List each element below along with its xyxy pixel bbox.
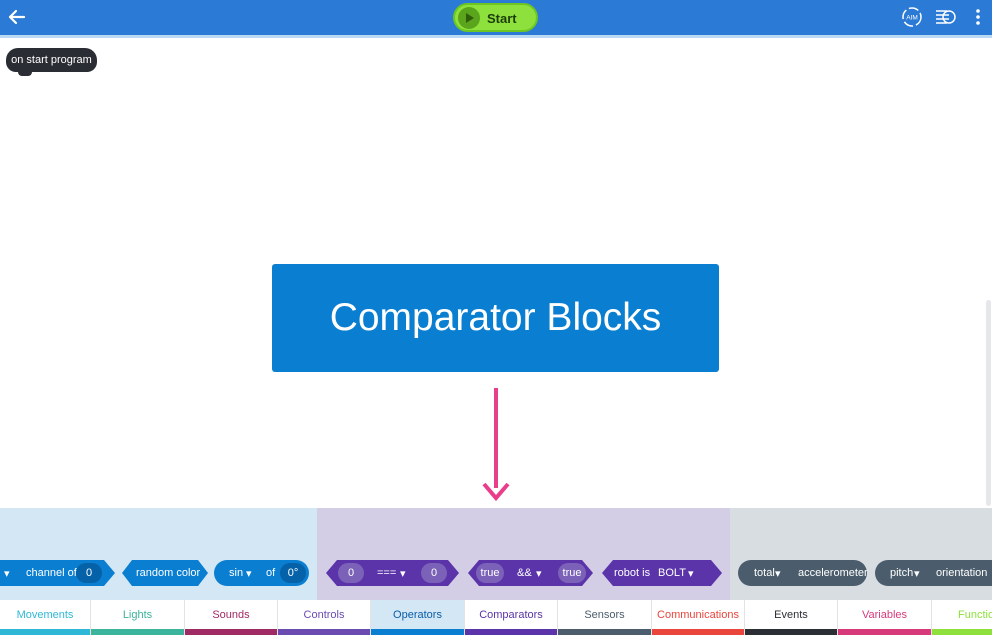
accelerometer-block[interactable]: total ▾ accelerometer: [738, 560, 868, 586]
start-button[interactable]: Start: [453, 3, 538, 32]
more-vert-icon[interactable]: [966, 5, 990, 29]
category-tab-bar: Movements Lights Sounds Controls Operato…: [0, 600, 992, 635]
chevron-down-icon[interactable]: ▾: [688, 568, 694, 580]
accelerometer-label: accelerometer: [798, 567, 868, 579]
tab-comparators[interactable]: Comparators: [465, 600, 558, 635]
sensors-palette-section: [730, 508, 992, 600]
sin-of-label: of: [266, 567, 276, 579]
tab-label: Sensors: [584, 609, 625, 621]
operators-palette-section: [0, 508, 317, 600]
tab-controls[interactable]: Controls: [278, 600, 371, 635]
channel-value-slot[interactable]: 0: [76, 563, 102, 583]
tab-label: Operators: [393, 609, 442, 621]
robot-type-dropdown[interactable]: BOLT: [658, 567, 686, 579]
tab-communications[interactable]: Communications: [652, 600, 745, 635]
play-icon: [458, 7, 480, 29]
and-left-slot[interactable]: true: [476, 563, 504, 583]
start-label: Start: [487, 11, 517, 26]
chevron-down-icon[interactable]: ▾: [914, 568, 920, 580]
random-color-block[interactable]: random color: [122, 560, 208, 586]
tab-color-bar: [465, 629, 557, 635]
canvas-scrollbar[interactable]: [986, 300, 991, 506]
robot-is-block[interactable]: robot is BOLT ▾: [602, 560, 722, 586]
orientation-label: orientation: [936, 567, 988, 579]
tab-operators[interactable]: Operators: [371, 600, 465, 635]
tab-color-bar: [932, 629, 992, 635]
tab-color-bar: [278, 629, 370, 635]
aim-icon[interactable]: AIM: [900, 5, 924, 29]
random-color-label: random color: [136, 567, 201, 579]
and-comparator-block[interactable]: true && ▾ true: [468, 560, 593, 586]
orientation-dropdown[interactable]: pitch: [890, 567, 914, 579]
tab-functions[interactable]: Functions: [932, 600, 992, 635]
tab-events[interactable]: Events: [745, 600, 838, 635]
tab-color-bar: [745, 629, 837, 635]
tab-movements[interactable]: Movements: [0, 600, 91, 635]
tab-variables[interactable]: Variables: [838, 600, 932, 635]
tab-color-bar: [0, 629, 90, 635]
tab-label: Controls: [303, 609, 345, 621]
sphero-menu-icon[interactable]: [933, 5, 957, 29]
comparator-blocks-callout: Comparator Blocks: [272, 264, 719, 372]
tab-color-bar: [185, 629, 277, 635]
tab-label: Events: [774, 609, 808, 621]
robot-is-label: robot is: [614, 567, 651, 579]
on-start-program-block[interactable]: on start program: [6, 48, 97, 72]
tab-color-bar: [371, 629, 464, 635]
accel-dropdown[interactable]: total: [754, 567, 775, 579]
equals-comparator-block[interactable]: 0 === ▾ 0: [326, 560, 459, 586]
chevron-down-icon[interactable]: ▾: [775, 568, 781, 580]
chevron-down-icon[interactable]: ▾: [400, 568, 406, 580]
tab-label: Comparators: [479, 609, 543, 621]
channel-of-block[interactable]: ▾ channel of 0: [0, 560, 115, 586]
tab-label: Movements: [16, 609, 74, 621]
chevron-down-icon[interactable]: ▾: [4, 568, 10, 580]
aim-label: AIM: [906, 15, 918, 22]
tab-label: Sounds: [212, 609, 250, 621]
equals-operator-label[interactable]: ===: [377, 567, 397, 579]
chevron-down-icon[interactable]: ▾: [536, 568, 542, 580]
equals-left-slot[interactable]: 0: [338, 563, 364, 583]
tab-color-bar: [652, 629, 744, 635]
hat-block-notch: [18, 70, 32, 76]
tab-color-bar: [558, 629, 651, 635]
tab-label: Functions: [958, 609, 992, 621]
tab-label: Lights: [122, 609, 153, 621]
toolbar-divider: [0, 35, 992, 38]
sin-of-block[interactable]: sin ▾ of 0°: [214, 560, 309, 586]
sin-value-slot[interactable]: 0°: [280, 563, 306, 583]
tab-sounds[interactable]: Sounds: [185, 600, 278, 635]
and-operator-label[interactable]: &&: [517, 567, 532, 579]
comparators-palette-section: [317, 508, 730, 600]
tab-color-bar: [838, 629, 931, 635]
sin-function-label[interactable]: sin: [229, 567, 244, 579]
chevron-down-icon[interactable]: ▾: [246, 568, 252, 580]
orientation-block[interactable]: pitch ▾ orientation: [875, 560, 992, 586]
tab-label: Variables: [861, 609, 908, 621]
hat-block-label: on start program: [11, 54, 92, 66]
equals-right-slot[interactable]: 0: [421, 563, 447, 583]
tab-sensors[interactable]: Sensors: [558, 600, 652, 635]
back-arrow-icon[interactable]: [4, 4, 30, 30]
channel-of-label: channel of: [26, 567, 77, 579]
and-right-slot[interactable]: true: [558, 563, 586, 583]
down-arrow-icon: [482, 388, 510, 502]
tab-color-bar: [91, 629, 184, 635]
tab-lights[interactable]: Lights: [91, 600, 185, 635]
tab-label: Communications: [657, 609, 739, 621]
callout-label: Comparator Blocks: [329, 296, 662, 339]
